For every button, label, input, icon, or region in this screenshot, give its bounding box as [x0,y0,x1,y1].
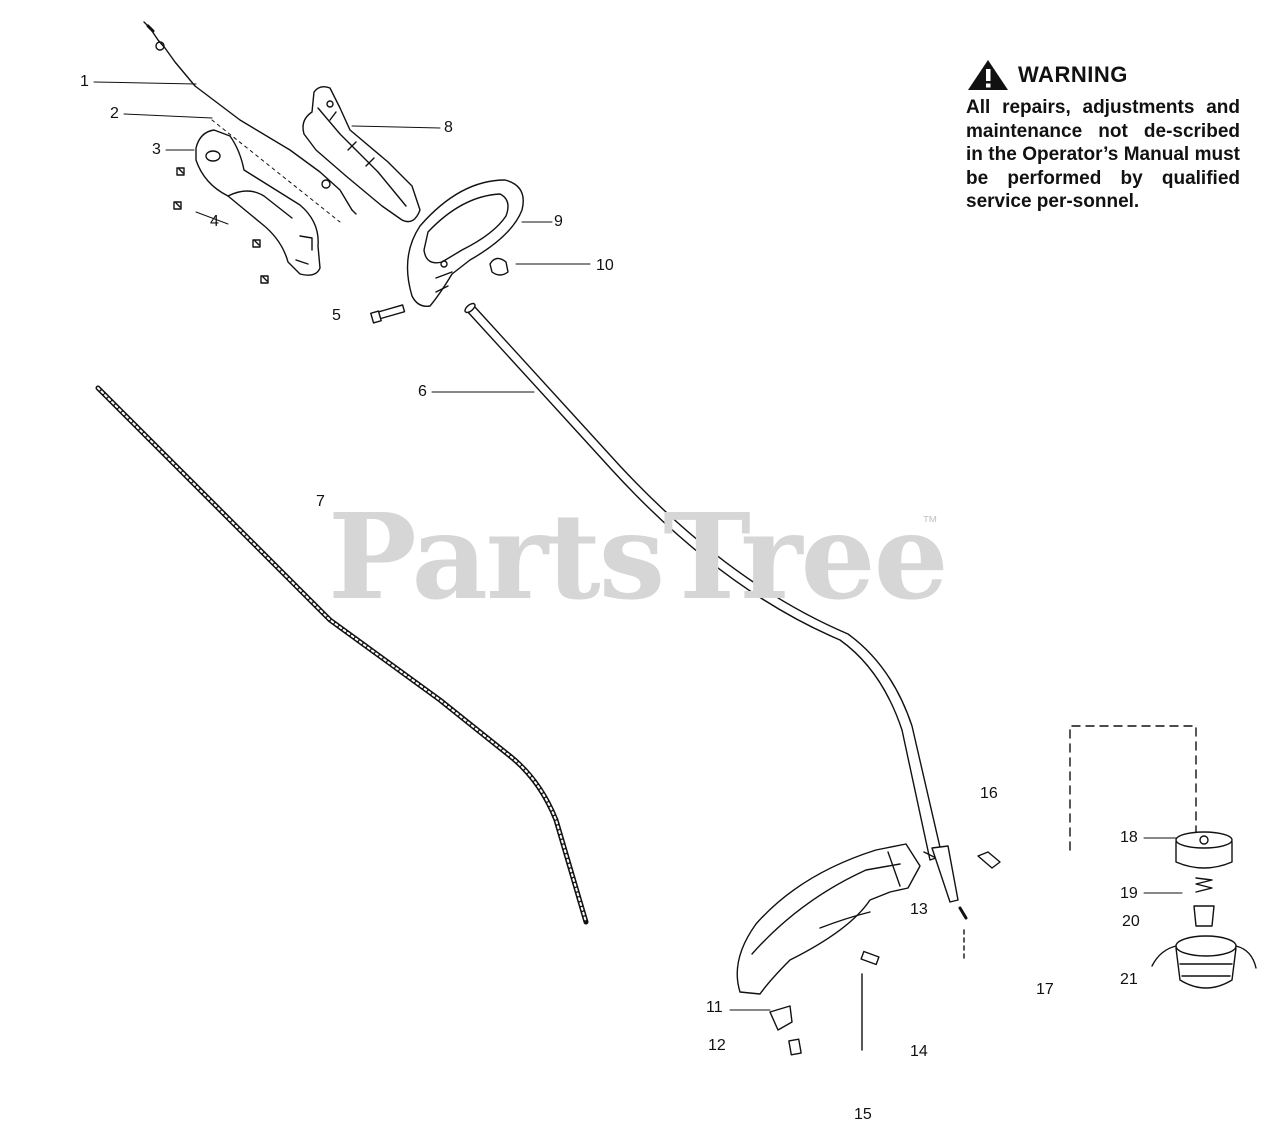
alignment-dashed-line [211,119,341,223]
wing-nut-part [977,851,1001,869]
callout-7: 7 [316,493,325,510]
guard-screw-part [860,950,880,1051]
spring-part [1195,877,1213,893]
spool-head-part [1151,935,1257,989]
warning-notice: WARNING All repairs, adjustments and mai… [966,58,1240,214]
callout-9: 9 [554,213,563,230]
throttle-cable-part [143,21,357,215]
callout-18: 18 [1120,829,1138,846]
callout-10: 10 [596,257,614,274]
bolt-part [370,304,406,324]
spool-cap-part [1175,831,1233,869]
leader-lines [93,81,1183,1011]
callout-17: 17 [1036,981,1054,998]
eyelet-part [1193,905,1215,927]
nut-part [489,257,509,276]
callout-14: 14 [910,1043,928,1060]
callout-6: 6 [418,383,427,400]
callout-19: 19 [1120,885,1138,902]
warning-header: WARNING [966,58,1240,92]
callout-2: 2 [110,105,119,122]
warning-triangle-icon [968,60,1008,90]
callout-5: 5 [332,307,341,324]
callout-3: 3 [152,141,161,158]
screw-set-part [173,167,269,284]
handle-half-part [195,129,321,276]
warning-body: All repairs, adjustments and maintenance… [966,97,1240,212]
watermark: PartsTree [328,487,949,626]
flex-cable-part [95,385,589,925]
screw-part [788,1038,802,1056]
trademark-symbol: ™ [922,514,938,531]
blade-part [769,1005,793,1031]
callout-12: 12 [708,1037,726,1054]
callout-13: 13 [910,901,928,918]
callout-1: 1 [80,73,89,90]
handle-housing-part [302,85,421,223]
guard-part [736,843,921,995]
trimmer-head-bracket [1069,725,1197,851]
callout-8: 8 [444,119,453,136]
callout-11: 11 [706,999,723,1016]
drive-shaft-tube-part [464,302,968,961]
warning-title: WARNING [1018,62,1128,87]
callout-20: 20 [1122,913,1140,930]
page-number: 15 [854,1106,872,1123]
loop-handle-part [406,179,524,307]
callout-4: 4 [210,213,219,230]
callout-16: 16 [980,785,998,802]
callout-21: 21 [1120,971,1138,988]
